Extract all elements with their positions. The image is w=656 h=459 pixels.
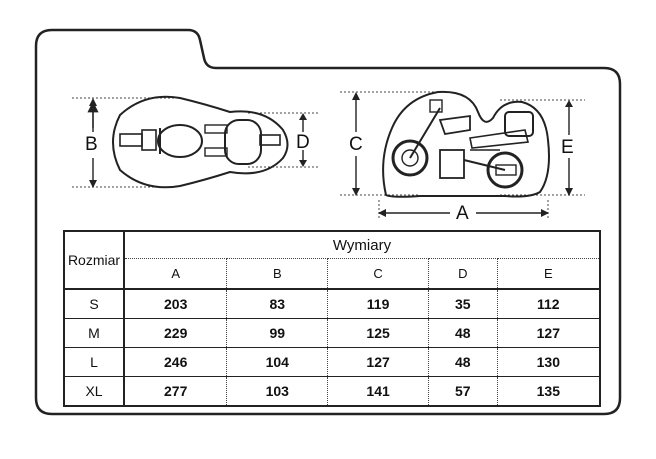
value-cell: 127 [497, 318, 600, 348]
size-cell: S [64, 289, 125, 319]
size-table: Rozmiar Wymiary A B C D E S 203 83 119 3… [63, 230, 601, 407]
row-header: Rozmiar [64, 231, 125, 290]
value-cell: 103 [226, 376, 329, 406]
table-row: M 229 99 125 48 127 [64, 318, 600, 348]
table-row: XL 277 103 141 57 135 [64, 376, 600, 406]
value-cell: 125 [327, 318, 429, 348]
value-cell: 104 [226, 347, 329, 377]
dimension-label-c: C [349, 134, 363, 155]
column-header: B [226, 258, 329, 291]
column-header: E [497, 258, 600, 291]
value-cell: 83 [226, 289, 329, 319]
value-cell: 141 [327, 376, 429, 406]
value-cell: 99 [226, 318, 329, 348]
value-cell: 135 [536, 383, 560, 399]
dimension-label-d: D [296, 132, 310, 153]
dimension-label-b: B [85, 134, 98, 155]
value-cell: 48 [428, 347, 498, 377]
group-header: Wymiary [124, 231, 600, 260]
value-cell: 229 [124, 318, 228, 348]
value-cell: 48 [428, 318, 498, 348]
size-cell: M [64, 318, 125, 348]
value-cell: 127 [327, 347, 429, 377]
side-view-diagram [340, 90, 585, 220]
dimension-label-e: E [561, 137, 574, 158]
top-view-diagram [72, 95, 318, 189]
table-row: S 203 83 119 35 112 [64, 289, 600, 319]
value-cell: 277 [124, 376, 228, 406]
column-header: C [327, 258, 429, 291]
column-header: D [428, 258, 498, 291]
value-cell: 203 [124, 289, 228, 319]
value-cell: 119 [327, 289, 429, 319]
table-row: L 246 104 127 48 130 [64, 347, 600, 377]
value-cell: 57 [428, 376, 498, 406]
value-cell: 246 [124, 347, 228, 377]
size-cell: L [64, 347, 125, 377]
dimension-label-a: A [456, 203, 469, 224]
value-cell: 112 [497, 289, 600, 319]
column-header: A [124, 258, 228, 291]
size-cell: XL [64, 376, 125, 406]
value-cell: 35 [428, 289, 498, 319]
value-cell: 130 [497, 347, 600, 377]
